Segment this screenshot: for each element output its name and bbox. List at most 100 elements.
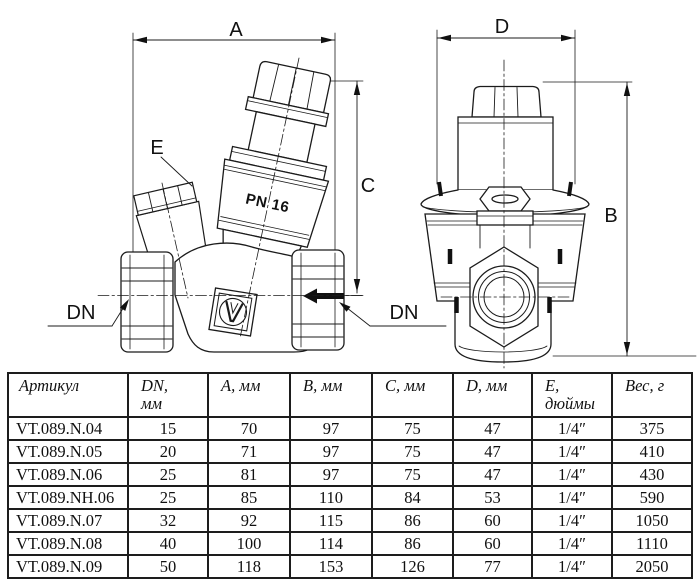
dn-callout-left: DN [47,299,129,327]
cell-article: VT.089.N.05 [7,439,129,464]
dn-callout-right: DN [339,302,447,327]
cell-dn: 20 [127,439,209,464]
cell-b: 110 [289,485,373,510]
table-row: VT.089.N.05 20 71 97 75 47 1/4″ 410 [7,439,693,464]
cell-b: 97 [289,439,373,464]
dim-label-d: D [495,16,509,38]
cell-b: 153 [289,554,373,579]
cell-weight: 410 [611,439,693,464]
cell-c: 86 [371,508,454,533]
cell-d: 53 [452,485,533,510]
cell-c: 126 [371,554,454,579]
leader-arrow-icon [119,299,129,311]
cell-c: 84 [371,485,454,510]
cell-b: 115 [289,508,373,533]
plug-slot [491,194,519,204]
dim-arrow-icon [623,342,631,355]
cell-d: 60 [452,508,533,533]
dim-label-e: E [150,137,163,159]
front-view: D B [420,16,697,369]
table-row: VT.089.N.04 15 70 97 75 47 1/4″ 375 [7,416,693,441]
dim-arrow-icon [438,34,451,42]
valtec-logo-icon [208,287,258,337]
spec-table-container: Артикул DN,мм A, мм B, мм C, мм D, мм E,… [7,372,693,579]
table-header-row: Артикул DN,мм A, мм B, мм C, мм D, мм E,… [7,372,693,418]
cell-e: 1/4″ [531,462,613,487]
cell-e: 1/4″ [531,416,613,441]
dim-arrow-icon [321,36,334,44]
col-header-a: A, мм [207,372,291,418]
cell-weight: 1050 [611,508,693,533]
dim-arrow-icon [134,36,147,44]
cell-weight: 430 [611,462,693,487]
cell-e: 1/4″ [531,439,613,464]
cell-d: 60 [452,531,533,556]
col-header-d: D, мм [452,372,533,418]
dimension-e: E [150,137,193,187]
dim-label-c: C [361,175,375,197]
cell-d: 47 [452,439,533,464]
cell-article: VT.089.N.04 [7,416,129,441]
table-row: VT.089.NH.06 25 85 110 84 53 1/4″ 590 [7,485,693,510]
col-header-b: B, мм [289,372,373,418]
cell-e: 1/4″ [531,508,613,533]
cell-c: 75 [371,416,454,441]
centerlines [97,57,363,339]
cell-c: 75 [371,439,454,464]
cell-e: 1/4″ [531,554,613,579]
dim-arrow-icon [623,83,631,96]
cell-c: 75 [371,462,454,487]
seal-marks [437,181,573,313]
cell-article: VT.089.N.08 [7,531,129,556]
union-nut-right [291,249,345,351]
centerlines [440,59,570,369]
cell-dn: 25 [127,462,209,487]
cell-d: 47 [452,462,533,487]
dn-label-left: DN [67,302,96,324]
cell-a: 85 [207,485,291,510]
cell-d: 47 [452,416,533,441]
col-header-e: E,дюймы [531,372,613,418]
cell-weight: 590 [611,485,693,510]
cell-d: 77 [452,554,533,579]
col-header-weight: Вес, г [611,372,693,418]
cell-a: 70 [207,416,291,441]
side-view: PN 16 [47,19,447,353]
cell-dn: 40 [127,531,209,556]
plug-collar [476,210,534,226]
cell-a: 118 [207,554,291,579]
cell-b: 114 [289,531,373,556]
cell-article: VT.089.NH.06 [7,485,129,510]
dimension-b [542,81,697,357]
dim-label-b: B [604,205,617,227]
front-upper-cylinder [457,116,554,191]
cell-weight: 2050 [611,554,693,579]
col-header-dn: DN,мм [127,372,209,418]
cell-article: VT.089.N.06 [7,462,129,487]
col-header-article: Артикул [7,372,129,418]
cell-weight: 375 [611,416,693,441]
table-row: VT.089.N.07 32 92 115 86 60 1/4″ 1050 [7,508,693,533]
flow-arrow-icon [303,288,344,304]
dim-arrow-icon [353,82,361,95]
cell-b: 97 [289,416,373,441]
cell-c: 86 [371,531,454,556]
cell-dn: 25 [127,485,209,510]
col-header-c: C, мм [371,372,454,418]
cell-a: 92 [207,508,291,533]
front-cap [471,85,542,118]
table-row: VT.089.N.08 40 100 114 86 60 1/4″ 1110 [7,531,693,556]
dimension-d [436,29,576,185]
dn-label-right: DN [390,302,419,324]
cell-a: 81 [207,462,291,487]
table-row: VT.089.N.09 50 118 153 126 77 1/4″ 2050 [7,554,693,579]
dim-arrow-icon [353,279,361,292]
technical-drawing: PN 16 [47,16,697,369]
cell-dn: 32 [127,508,209,533]
spec-table: Артикул DN,мм A, мм B, мм C, мм D, мм E,… [7,372,693,579]
cell-a: 71 [207,439,291,464]
cell-e: 1/4″ [531,485,613,510]
table-row: VT.089.N.06 25 81 97 75 47 1/4″ 430 [7,462,693,487]
cell-a: 100 [207,531,291,556]
